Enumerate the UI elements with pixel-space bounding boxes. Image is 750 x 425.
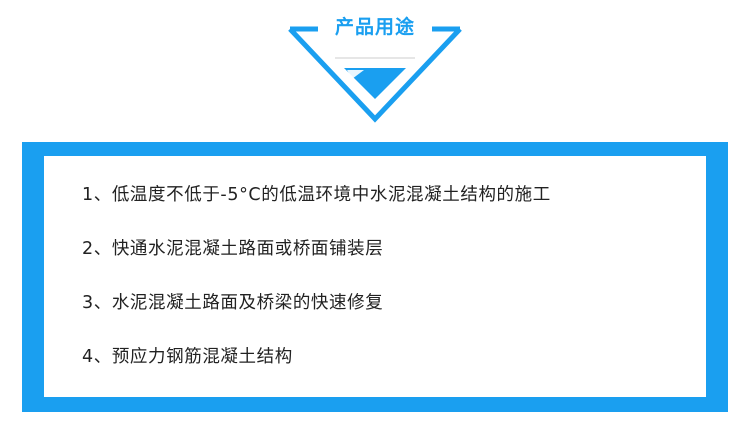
uses-panel-inner: 1、低温度不低于-5°C的低温环境中水泥混凝土结构的施工 2、快通水泥混凝土路面… <box>44 156 706 397</box>
uses-panel: 1、低温度不低于-5°C的低温环境中水泥混凝土结构的施工 2、快通水泥混凝土路面… <box>22 142 728 412</box>
inner-triangle <box>344 68 406 99</box>
use-item-2: 2、快通水泥混凝土路面或桥面铺装层 <box>82 239 384 259</box>
outer-chevron-outline <box>288 27 462 123</box>
uses-list: 1、低温度不低于-5°C的低温环境中水泥混凝土结构的施工 2、快通水泥混凝土路面… <box>82 180 551 396</box>
use-item-4: 4、预应力钢筋混凝土结构 <box>82 347 293 367</box>
use-item-3: 3、水泥混凝土路面及桥梁的快速修复 <box>82 293 384 313</box>
use-item-1: 1、低温度不低于-5°C的低温环境中水泥混凝土结构的施工 <box>82 185 551 205</box>
header-emblem <box>288 26 462 123</box>
triangle-highlight <box>347 70 364 79</box>
section-title: 产品用途 <box>318 12 432 42</box>
